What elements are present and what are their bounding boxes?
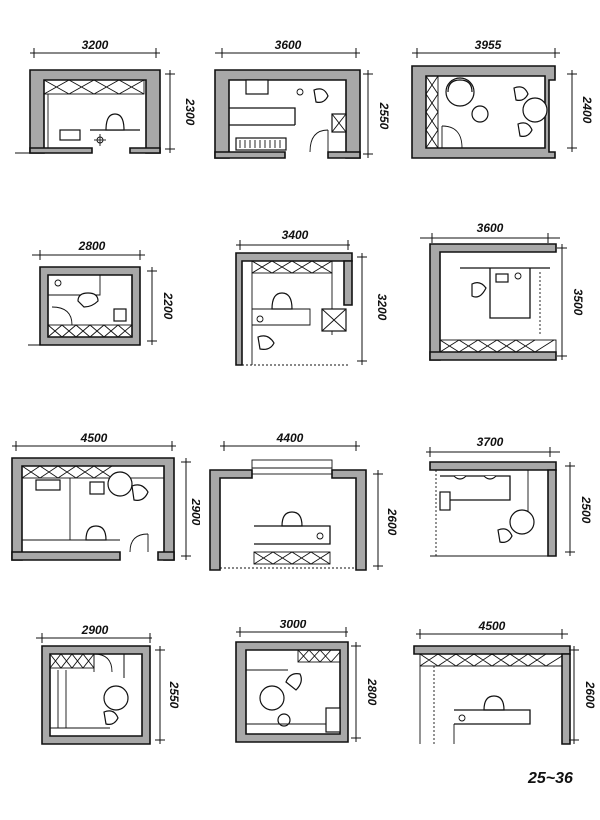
floor-plan-7-drawing: 4500 2900	[11, 431, 200, 561]
floor-plan-3: 3955 2400	[400, 30, 600, 230]
plan-10-width-label: 2900	[81, 623, 109, 637]
floor-plan-8-drawing: 4400 2600	[209, 431, 399, 571]
floor-plan-1: 3200 2300	[0, 30, 200, 230]
plan-12-depth-label: 2600	[583, 681, 597, 709]
floor-plan-2-drawing: 3600 2550	[214, 38, 391, 159]
plan-8-width-label: 4400	[276, 431, 304, 445]
plan-5-depth-label: 3200	[375, 294, 389, 321]
plan-2-width-label: 3600	[275, 38, 302, 52]
floor-plan-12-drawing: 4500 2600	[413, 620, 597, 745]
floor-plan-4-drawing: 2800 2200	[28, 239, 175, 346]
floor-plan-11: 3000 2800	[200, 620, 400, 820]
floor-plan-5: 3400 3200	[200, 225, 400, 425]
floor-plan-12: 4500 2600	[400, 620, 600, 820]
floor-plan-9-drawing: 3700 2500	[426, 435, 593, 557]
floor-plan-1-drawing: 3200 2300	[15, 38, 197, 154]
floor-plan-sheet: 3200 2300 3600 2550	[0, 30, 600, 787]
floor-plan-2: 3600 2550	[200, 30, 400, 230]
plan-3-width-label: 3955	[475, 38, 502, 52]
plan-5-width-label: 3400	[282, 228, 309, 242]
plan-1-width-label: 3200	[82, 38, 109, 52]
plan-7-depth-label: 2900	[189, 498, 200, 526]
floor-plan-7: 4500 2900	[0, 430, 200, 630]
plan-12-width-label: 4500	[478, 620, 506, 633]
floor-plan-3-drawing: 3955 2400	[411, 38, 594, 159]
plan-4-depth-label: 2200	[161, 292, 175, 320]
plan-1-depth-label: 2300	[183, 98, 197, 126]
floor-plan-11-drawing: 3000 2800	[235, 620, 379, 743]
plan-4-width-label: 2800	[78, 239, 106, 253]
plan-9-width-label: 3700	[477, 435, 504, 449]
plan-11-width-label: 3000	[280, 620, 307, 631]
floor-plan-5-drawing: 3400 3200	[235, 228, 389, 366]
plan-6-width-label: 3600	[477, 221, 504, 235]
plan-7-width-label: 4500	[80, 431, 108, 445]
floor-plan-4: 2800 2200	[0, 225, 200, 425]
floor-plan-6-drawing: 3600 3500	[420, 221, 585, 361]
plan-9-depth-label: 2500	[579, 496, 593, 524]
plan-8-depth-label: 2600	[385, 508, 399, 536]
plan-3-depth-label: 2400	[580, 96, 594, 124]
floor-plan-10-drawing: 2900 2550	[36, 623, 181, 745]
plan-6-depth-label: 3500	[571, 289, 585, 316]
floor-plan-9: 3700 2500	[400, 430, 600, 630]
page-number: 25~36	[528, 770, 573, 787]
plan-10-depth-label: 2550	[167, 681, 181, 709]
floor-plan-6: 3600 3500	[400, 210, 600, 410]
floor-plan-10: 2900 2550	[0, 620, 200, 820]
plan-11-depth-label: 2800	[365, 678, 379, 706]
floor-plan-8: 4400 2600	[200, 430, 400, 630]
plan-2-depth-label: 2550	[377, 102, 391, 130]
